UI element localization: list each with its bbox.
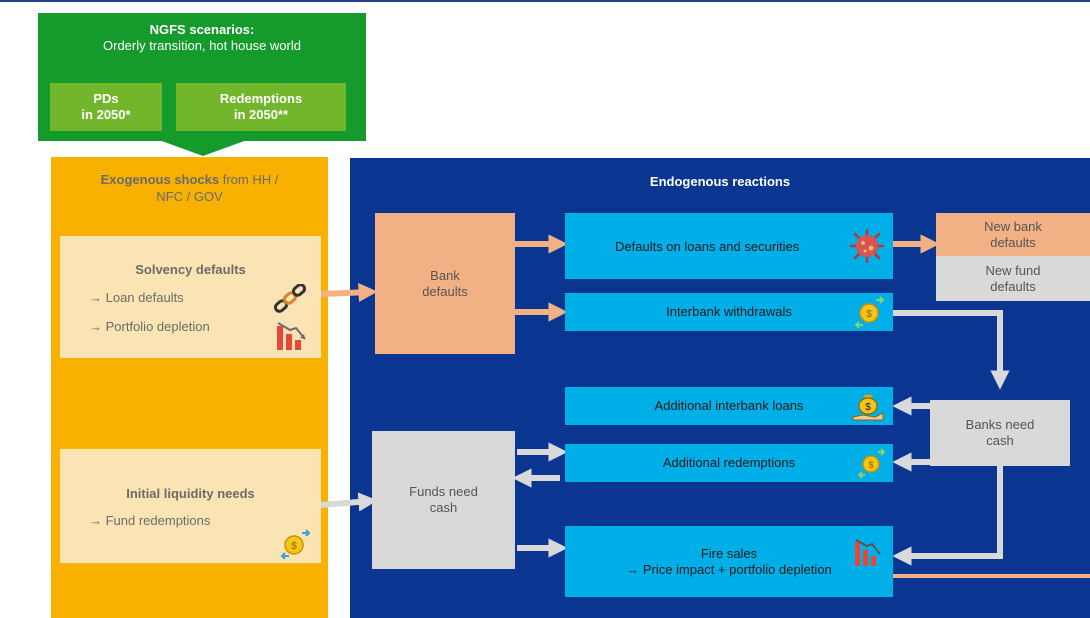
exogenous-shocks-panel: Exogenous shocks from HH / NFC / GOV Sol… <box>51 157 328 618</box>
bank-defaults-line2: defaults <box>422 283 468 299</box>
banks-need-cash-line1: Banks need <box>965 417 1035 432</box>
interbank-withdrawals-box: Interbank withdrawals $ <box>565 293 893 331</box>
declining-bar-chart-icon <box>855 539 881 566</box>
new-bank-defaults-box: New bank defaults <box>936 213 1090 256</box>
pds-label-line1: PDs <box>93 91 119 106</box>
funds-need-cash-line2: cash <box>429 500 458 515</box>
redemptions-label-line1: Redemptions <box>219 91 303 106</box>
exogenous-title-rest-1: from HH / <box>219 172 279 187</box>
new-fund-defaults-box: New fund defaults <box>936 256 1090 301</box>
arrow-banks-to-fire-sales <box>892 466 1003 566</box>
bank-defaults-box: Bank defaults <box>375 213 515 354</box>
fire-sales-box: Fire sales → Price impact + portfolio de… <box>565 526 893 597</box>
ngfs-title: NGFS scenarios: <box>149 22 255 37</box>
virus-icon <box>849 228 885 264</box>
solvency-defaults-card: Solvency defaults → Loan defaults → Port… <box>60 236 321 358</box>
svg-text:$: $ <box>865 402 871 413</box>
solvency-item-portfolio-depletion: → Portfolio depletion <box>89 319 210 334</box>
bank-defaults-line1: Bank <box>430 267 460 283</box>
pds-box: PDs in 2050* <box>50 83 162 131</box>
chain-icon <box>273 284 307 313</box>
fire-sales-line1: Fire sales <box>700 545 758 561</box>
arrow-solvency-to-bank-defaults <box>320 282 378 303</box>
top-rule <box>0 0 1090 2</box>
solvency-item-loan-defaults: → Loan defaults <box>89 290 184 305</box>
coin-exchange-icon: $ <box>854 296 885 328</box>
ngfs-subtitle: Orderly transition, hot house world <box>103 38 301 53</box>
money-bag-hand-icon: $ <box>852 395 884 421</box>
banks-need-cash-line2: cash <box>986 433 1014 448</box>
additional-redemptions-box: Additional redemptions $ <box>565 444 893 482</box>
declining-bar-chart-icon <box>277 322 306 350</box>
new-bank-defaults-line2: defaults <box>990 234 1036 250</box>
exogenous-title: Exogenous shocks from HH / NFC / GOV <box>51 171 328 205</box>
fire-sales-line2: → Price impact + portfolio depletion <box>626 561 832 577</box>
arrow-liquidity-to-funds <box>320 492 378 512</box>
new-fund-defaults-line2: defaults <box>990 278 1036 294</box>
ngfs-scenarios-box: NGFS scenarios: Orderly transition, hot … <box>38 13 366 141</box>
svg-text:$: $ <box>866 309 872 320</box>
funds-need-cash-line1: Funds need <box>409 484 478 499</box>
endogenous-title: Endogenous reactions <box>649 174 791 189</box>
pds-label-line2: in 2050* <box>81 107 131 122</box>
new-fund-defaults-line1: New fund <box>985 262 1041 278</box>
exogenous-title-rest-2: NFC / GOV <box>156 189 223 204</box>
coin-exchange-icon: $ <box>280 529 311 559</box>
additional-redemptions-label: Additional redemptions <box>662 455 796 470</box>
exogenous-title-bold: Exogenous shocks <box>100 172 220 187</box>
coin-exchange-icon: $ <box>857 448 886 478</box>
defaults-loans-securities-box: Defaults on loans and securities <box>565 213 893 279</box>
defaults-loans-label: Defaults on loans and securities <box>615 239 800 254</box>
initial-liquidity-card: Initial liquidity needs → Fund redemptio… <box>60 449 321 563</box>
svg-text:$: $ <box>291 541 297 552</box>
interbank-withdrawals-label: Interbank withdrawals <box>666 304 792 319</box>
ngfs-down-arrow <box>159 140 247 156</box>
banks-need-cash-box: Banks need cash <box>930 400 1070 466</box>
arrow-withdrawals-to-banks <box>893 310 1010 390</box>
ngfs-title-block: NGFS scenarios: Orderly transition, hot … <box>38 22 366 54</box>
liquidity-item-fund-redemptions: → Fund redemptions <box>89 513 211 528</box>
redemptions-box: Redemptions in 2050** <box>176 83 346 131</box>
new-bank-defaults-line1: New bank <box>984 218 1042 234</box>
additional-interbank-loans-box: Additional interbank loans $ <box>565 387 893 425</box>
additional-interbank-loans-label: Additional interbank loans <box>654 398 804 413</box>
redemptions-label-line2: in 2050** <box>233 107 289 122</box>
liquidity-title: Initial liquidity needs <box>126 486 255 501</box>
solvency-defaults-title: Solvency defaults <box>135 262 246 277</box>
funds-need-cash-box: Funds need cash <box>372 431 515 569</box>
svg-text:$: $ <box>868 460 873 470</box>
